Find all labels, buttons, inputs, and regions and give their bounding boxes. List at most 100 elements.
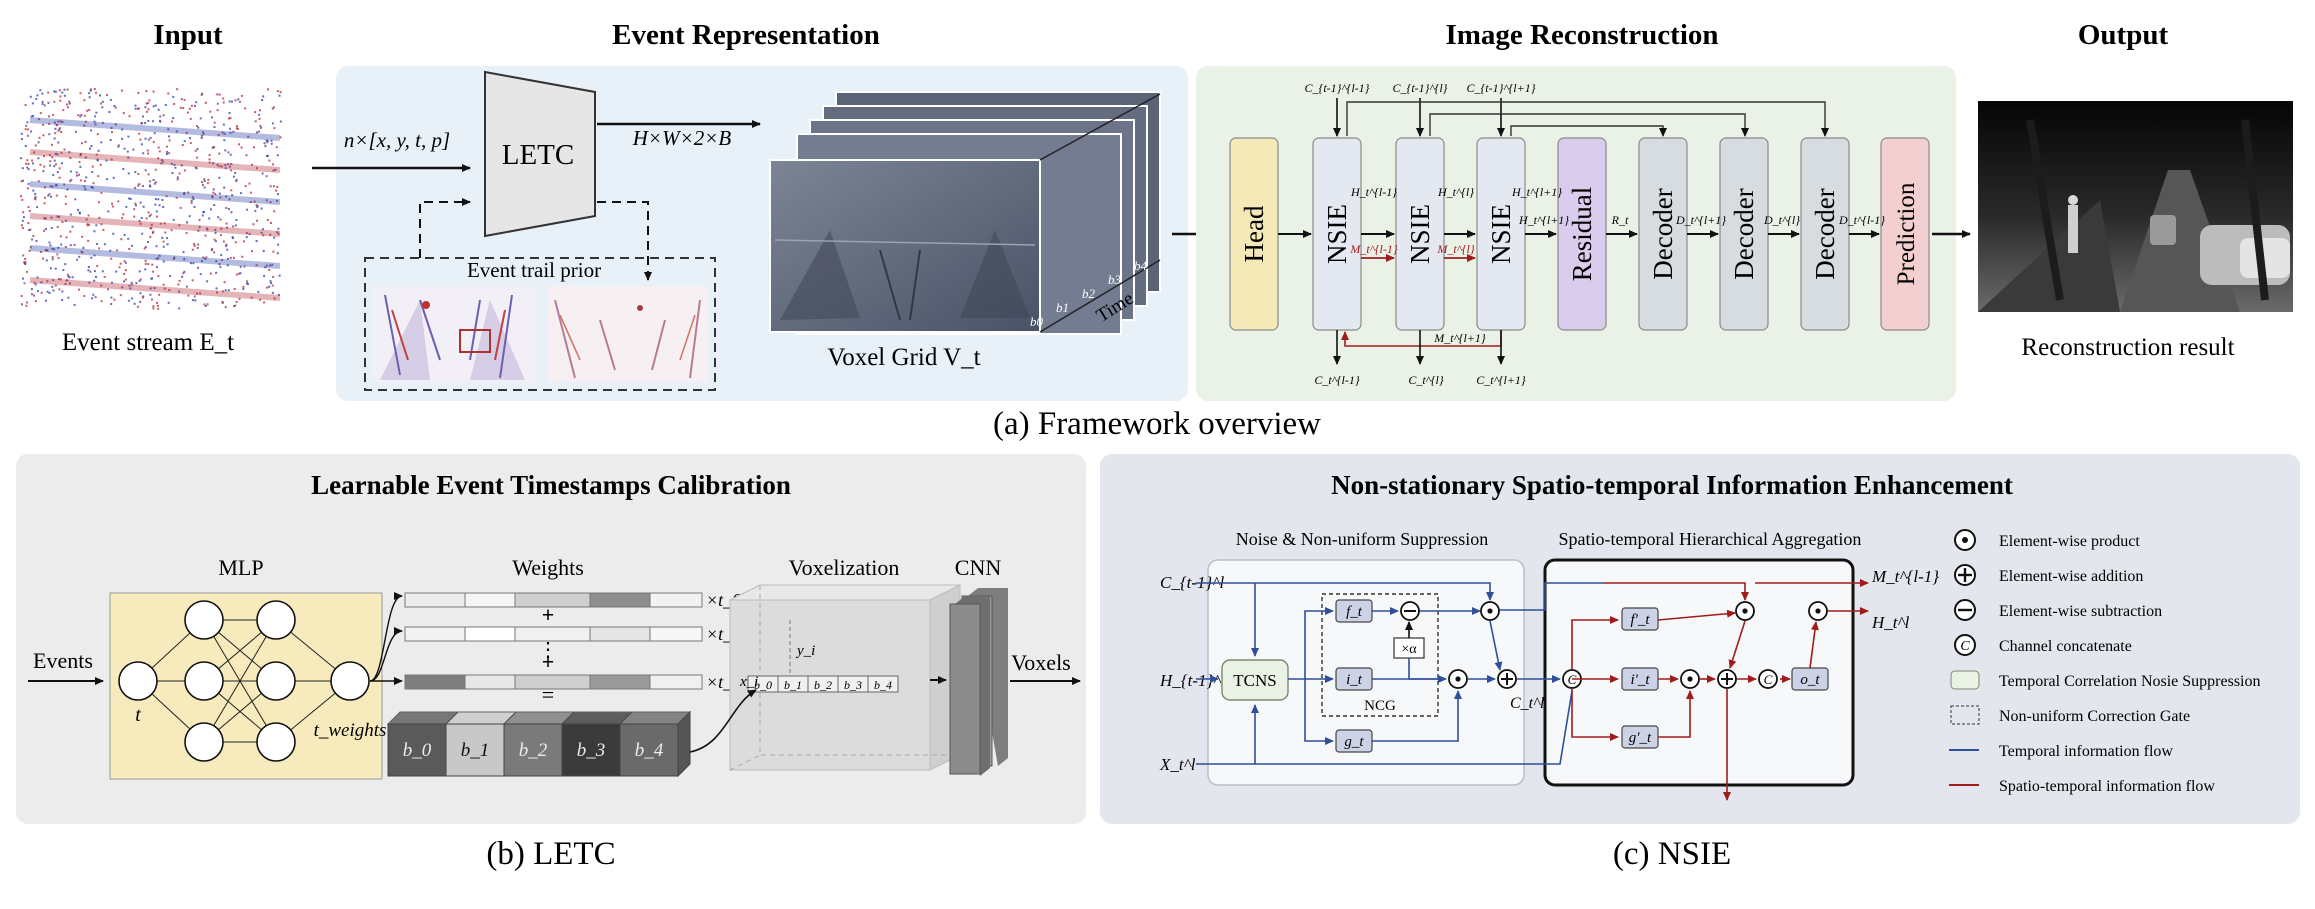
voxel-y-label: y_i — [795, 643, 815, 659]
nsie-left-section: Noise & Non-uniform Suppression — [1236, 529, 1488, 549]
bin-block — [503, 723, 563, 777]
weight-cell — [589, 592, 651, 608]
mlp-node — [256, 722, 296, 762]
m-state-label: M_t^{l-1} — [1349, 242, 1398, 256]
flow-line — [1500, 582, 1603, 611]
voxel-bin-label: b2 — [1082, 286, 1096, 301]
voxel-grid-label: Voxel Grid V_t — [827, 344, 980, 371]
h-state-label: H_t^{l} — [1437, 185, 1474, 199]
tensor-shape: H×W×2×B — [632, 126, 732, 150]
flow-line — [1657, 609, 1736, 621]
bin-label: b_0 — [403, 740, 432, 761]
tcns-box — [1221, 659, 1289, 701]
decoder-block-label: Decoder — [1648, 188, 1678, 279]
input-title: Input — [153, 19, 223, 51]
nsie-caption: (c) NSIE — [1613, 836, 1731, 872]
decoder-block-label: Decoder — [1810, 188, 1840, 279]
voxel-grid-stack — [769, 91, 1161, 335]
m-state-label: M_t^{l} — [1436, 242, 1475, 256]
flow-line — [1809, 621, 1819, 669]
g-prime-gate-label: g'_t — [1629, 730, 1652, 746]
ncg-label: NCG — [1364, 698, 1396, 714]
legend-symbol — [1954, 634, 1976, 656]
bin-label: b_1 — [461, 740, 490, 761]
voxel-bin-label: b0 — [1030, 314, 1044, 329]
d-label: D_t^{l} — [1763, 213, 1800, 227]
prediction-block-label: Prediction — [1893, 182, 1920, 285]
i-gate-label: i_t — [1346, 672, 1363, 688]
aggregate-product-op-2-mark — [1687, 676, 1693, 682]
mini-bin-label: b_2 — [814, 678, 832, 692]
bin-label: b_2 — [519, 740, 548, 761]
event-stream-label: Event stream E_t — [62, 329, 234, 356]
tcns-label: TCNS — [1233, 671, 1276, 690]
prediction-block-box — [1880, 137, 1930, 331]
weight-cell — [464, 674, 516, 690]
c-prev-flow — [1196, 582, 1494, 601]
weight-cell — [589, 626, 651, 642]
legend-symbol-mark — [1962, 537, 1968, 543]
weight-cell — [589, 674, 651, 690]
c-output-label: C_t^{l-1} — [1314, 373, 1360, 387]
legend-label: Channel concatenate — [1999, 638, 2132, 655]
d-label: D_t^{l-1} — [1838, 213, 1885, 227]
concat-op-2 — [1758, 669, 1778, 689]
mlp-t-label: t — [135, 704, 141, 726]
flow-line — [1571, 689, 1619, 741]
weight-cell — [464, 592, 516, 608]
d-label: D_t^{l+1} — [1675, 213, 1726, 227]
skip-connection — [1429, 113, 1749, 137]
legend-label: Spatio-temporal information flow — [1999, 778, 2215, 795]
output-product-op-mark — [1815, 608, 1821, 614]
concat-op-2-mark: C — [1764, 672, 1773, 687]
mlp-node — [330, 661, 370, 701]
bin-block — [387, 723, 447, 777]
mini-bin-label: b_0 — [754, 678, 772, 692]
weights-equals: = — [542, 682, 554, 707]
nsie-title: Non-stationary Spatio-temporal Informati… — [1331, 470, 2013, 500]
forget-product-op-mark — [1487, 608, 1493, 614]
alpha-label: ×α — [1401, 642, 1417, 657]
voxels-label: Voxels — [1011, 650, 1071, 675]
weight-cell — [404, 592, 466, 608]
legend-label: Element-wise addition — [1999, 568, 2143, 585]
nsie-block-label: NSIE — [1486, 204, 1516, 264]
flow-line — [1489, 620, 1503, 671]
nsie-input-c: C_{t-1}^l — [1160, 573, 1224, 592]
events-input-label: Events — [33, 648, 93, 673]
recon-wires: H_t^{l-1}H_t^{l}H_t^{l+1}M_t^{l-1}M_t^{l… — [1278, 81, 1885, 387]
weight-cell — [649, 674, 703, 690]
flow-line — [1603, 582, 1749, 601]
mlp-label: MLP — [218, 555, 263, 580]
g-gate-label: g_t — [1344, 734, 1364, 750]
event-trail-label: Event trail prior — [467, 258, 601, 282]
prior-loop-right — [597, 201, 652, 281]
letc-block — [484, 70, 596, 238]
framework-caption: (a) Framework overview — [993, 406, 1321, 442]
weights-label: Weights — [512, 555, 584, 580]
legend-label: Temporal information flow — [1999, 743, 2173, 760]
c-output-label: C_t^{l} — [1408, 373, 1444, 387]
cnn-block — [949, 588, 1008, 776]
weight-arrow — [369, 627, 403, 682]
mlp-node — [184, 722, 224, 762]
r-label: R_t — [1611, 213, 1629, 227]
bin-block — [619, 723, 679, 777]
h-out-label: H_t^l — [1871, 613, 1910, 632]
reconstruction-image — [1978, 101, 2293, 312]
legend-label: Element-wise subtraction — [1999, 603, 2162, 620]
f-gate-label: f_t — [1346, 604, 1363, 620]
letc-caption: (b) LETC — [486, 836, 615, 872]
input-product-op-mark — [1455, 676, 1461, 682]
ncg-box — [1321, 593, 1439, 717]
weight-cell — [464, 626, 516, 642]
voxelization-label: Voxelization — [789, 555, 900, 580]
mlp-edge — [203, 619, 277, 743]
bin-side-face — [677, 710, 691, 778]
c-input-label: C_{t-1}^{l} — [1393, 81, 1448, 95]
voxel-bin-label: b1 — [1056, 300, 1069, 315]
